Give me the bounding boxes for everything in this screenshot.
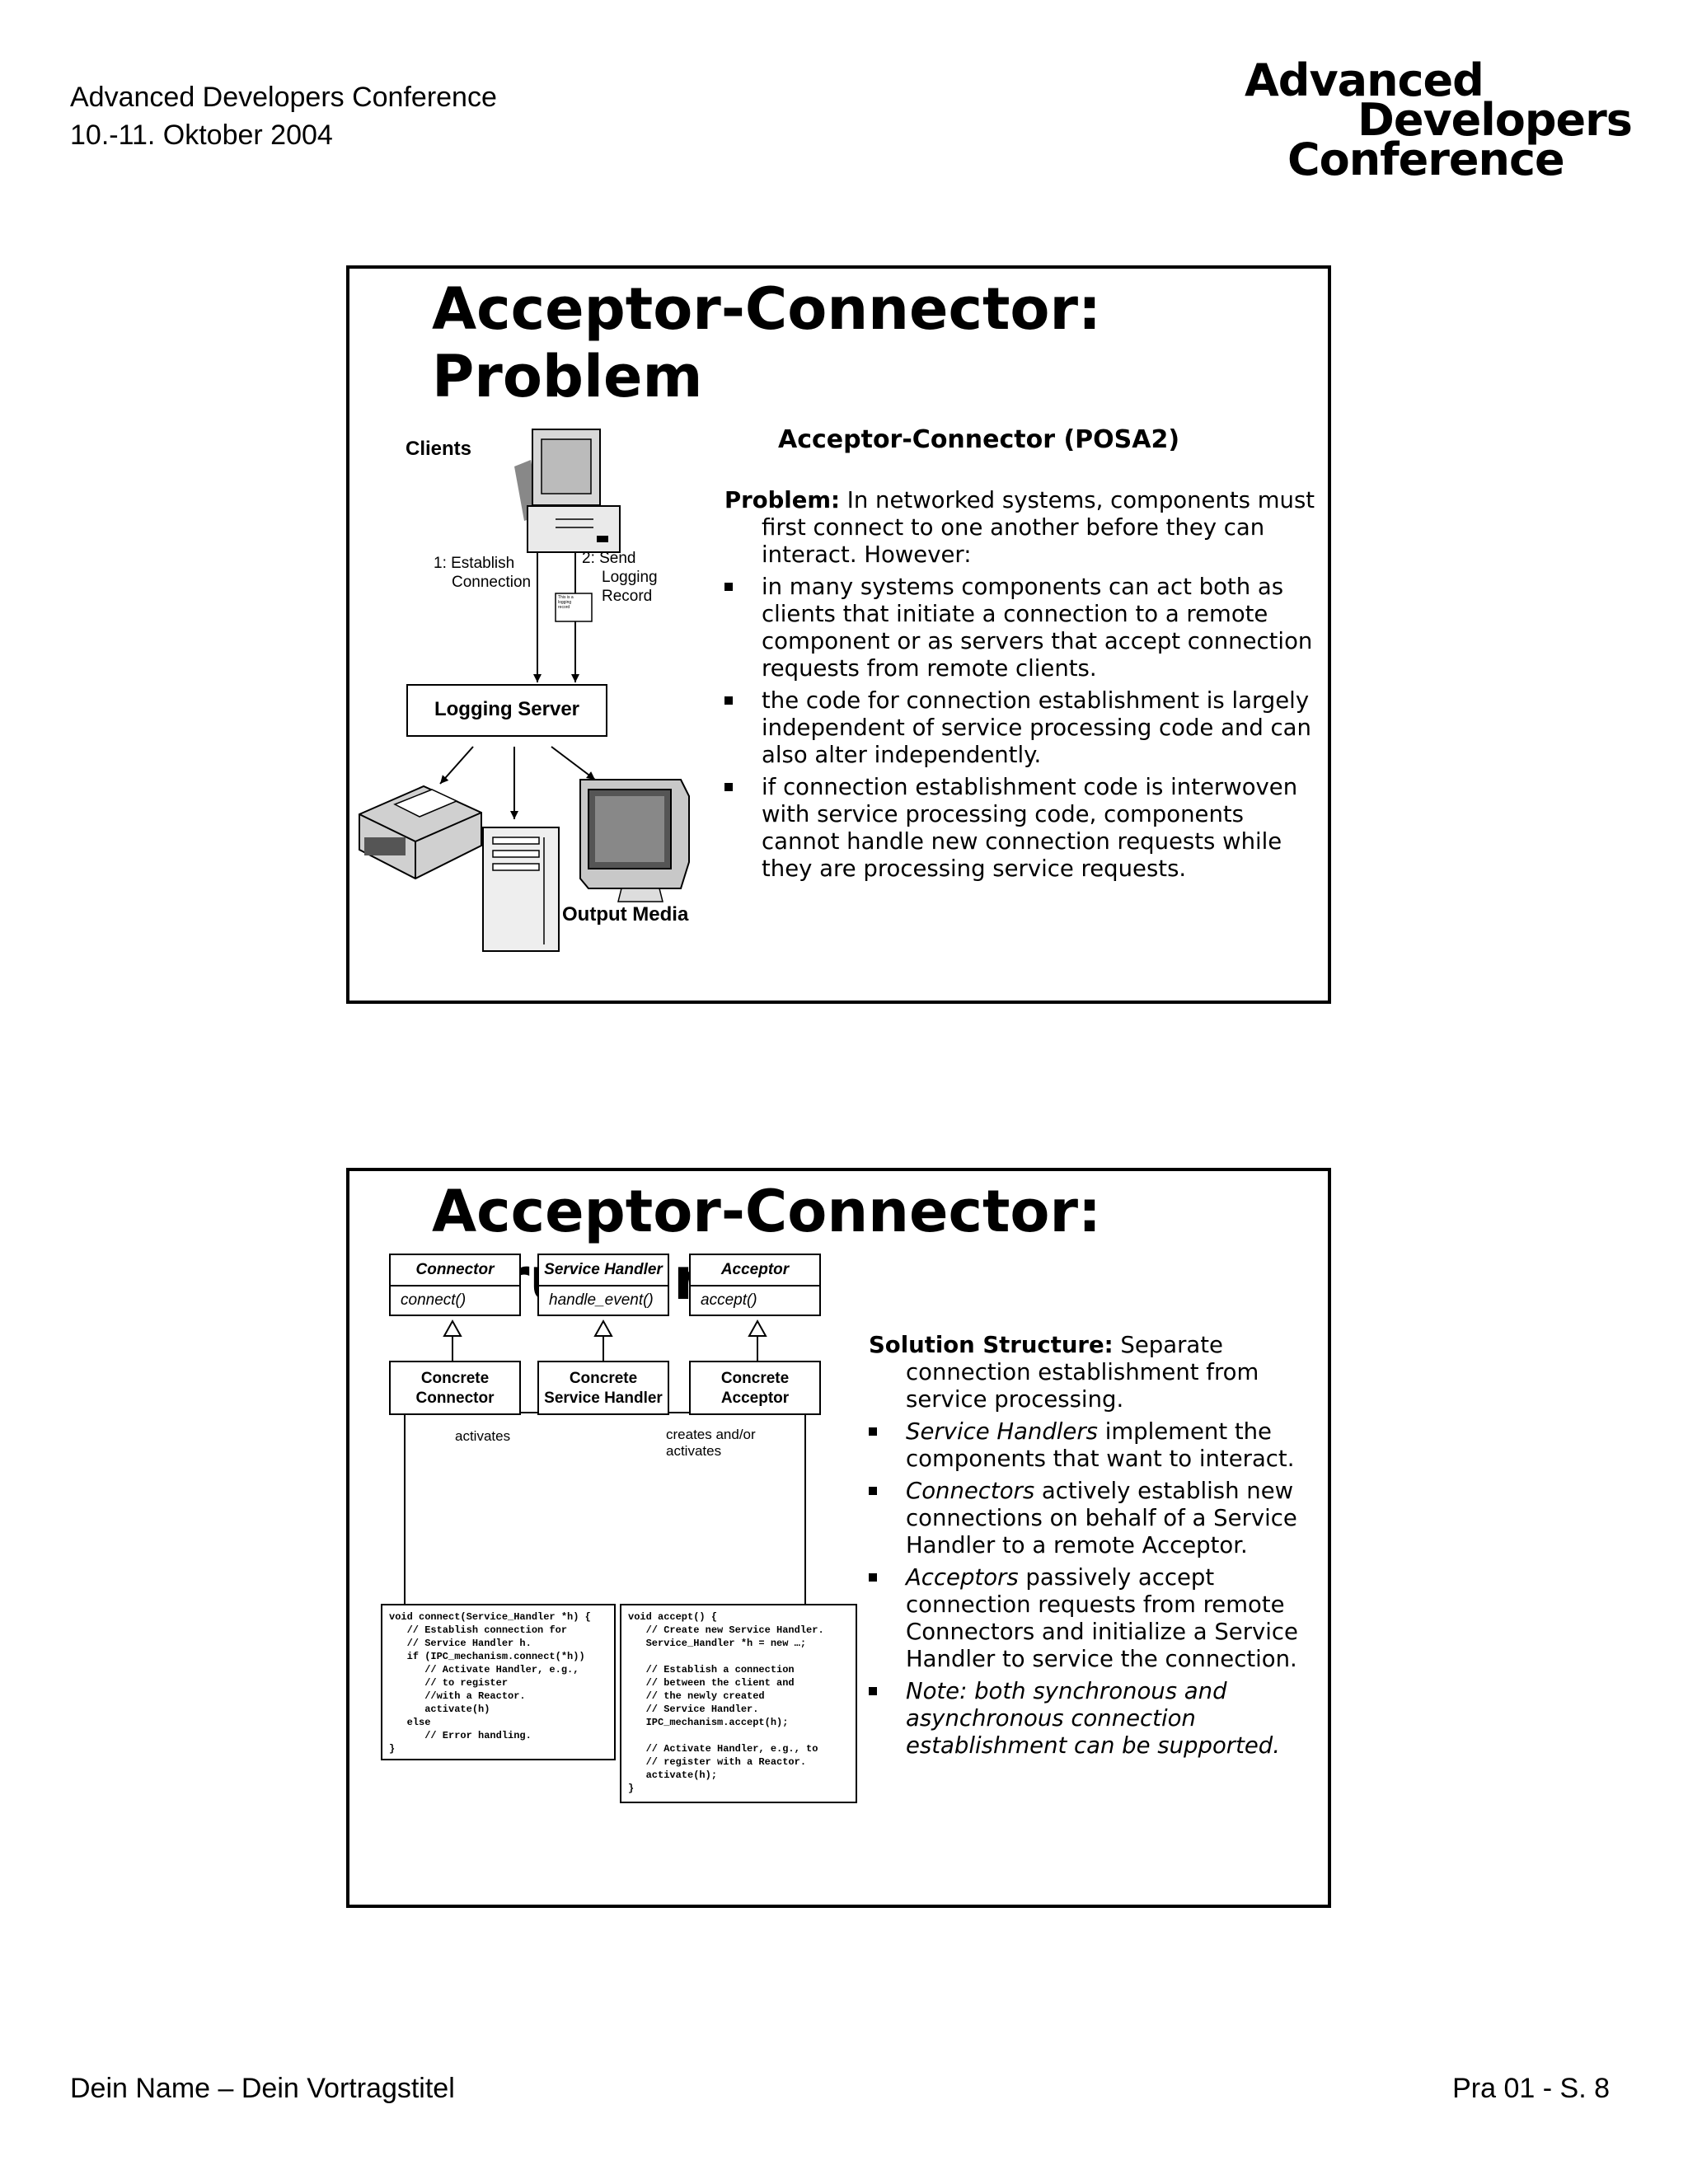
list-item: Note: both synchronous and asynchronous … bbox=[869, 1678, 1318, 1760]
record-note-text: This is a logging record bbox=[558, 595, 574, 610]
logo-line-1: Advanced bbox=[1245, 54, 1484, 106]
footer-presenter: Dein Name – Dein Vortragstitel bbox=[70, 2073, 455, 2104]
output-media-label: Output Media bbox=[562, 903, 689, 926]
list-item: Service Handlers implement the component… bbox=[869, 1418, 1318, 1473]
slide-title: Acceptor-Connector: Problem bbox=[432, 275, 1102, 410]
connector-class: Connector connect() bbox=[389, 1254, 521, 1316]
solution-statement: Solution Structure: Separate connection … bbox=[869, 1332, 1259, 1413]
list-item: in many systems components can act both … bbox=[724, 574, 1318, 682]
solution-description: Solution Structure: Separate connection … bbox=[869, 1332, 1318, 1765]
accept-code-note: void accept() { // Create new Service Ha… bbox=[620, 1604, 857, 1803]
slide-problem: Acceptor-Connector: Problem bbox=[346, 265, 1331, 1004]
activates-label: activates bbox=[455, 1428, 511, 1444]
conference-name: Advanced Developers Conference bbox=[70, 82, 497, 113]
footer-page-number: Pra 01 - S. 8 bbox=[1452, 2073, 1610, 2104]
problem-statement: Problem: In networked systems, component… bbox=[724, 487, 1315, 568]
connect-code-note: void connect(Service_Handler *h) { // Es… bbox=[381, 1604, 616, 1760]
printer-icon bbox=[359, 785, 482, 880]
list-item: Acceptors passively accept connection re… bbox=[869, 1564, 1318, 1673]
concrete-acceptor-class: Concrete Acceptor bbox=[689, 1361, 821, 1415]
monitor-icon bbox=[579, 779, 690, 902]
logging-server-box bbox=[406, 684, 607, 737]
conference-date: 10.-11. Oktober 2004 bbox=[70, 120, 333, 151]
solution-bullets: Service Handlers implement the component… bbox=[869, 1418, 1318, 1760]
conference-logo: Advanced Developers Conference bbox=[1245, 54, 1633, 185]
send-record-label: 2: Send Logging Record bbox=[582, 550, 658, 605]
service-handler-class: Service Handler handle_event() bbox=[537, 1254, 669, 1316]
problem-description: Problem: In networked systems, component… bbox=[724, 487, 1318, 888]
list-item: if connection establishment code is inte… bbox=[724, 774, 1318, 883]
concrete-connector-class: Concrete Connector bbox=[389, 1361, 521, 1415]
header-text: Advanced Developers Conference 10.-11. O… bbox=[70, 78, 497, 154]
clients-label: Clients bbox=[406, 438, 472, 460]
logging-record-icon bbox=[555, 593, 593, 622]
list-item: the code for connection establishment is… bbox=[724, 687, 1318, 769]
logging-server-label: Logging Server bbox=[434, 698, 580, 720]
list-item: Connectors actively establish new connec… bbox=[869, 1478, 1318, 1559]
problem-bullets: in many systems components can act both … bbox=[724, 574, 1318, 883]
establish-connection-label: 1: Establish Connection bbox=[434, 555, 532, 591]
logo-line-2: Developers bbox=[1357, 94, 1633, 146]
logging-diagram bbox=[359, 429, 690, 952]
tower-server-icon bbox=[482, 827, 560, 952]
slide-structure: Acceptor-Connector: Structure Conne bbox=[346, 1168, 1331, 1908]
acceptor-class: Acceptor accept() bbox=[689, 1254, 821, 1316]
creates-activates-label: creates and/or activates bbox=[666, 1427, 756, 1459]
client-computer-icon bbox=[514, 429, 621, 553]
concrete-service-handler-class: Concrete Service Handler bbox=[537, 1361, 669, 1415]
logo-line-3: Conference bbox=[1287, 134, 1565, 185]
section-heading: Acceptor-Connector (POSA2) bbox=[778, 425, 1180, 454]
